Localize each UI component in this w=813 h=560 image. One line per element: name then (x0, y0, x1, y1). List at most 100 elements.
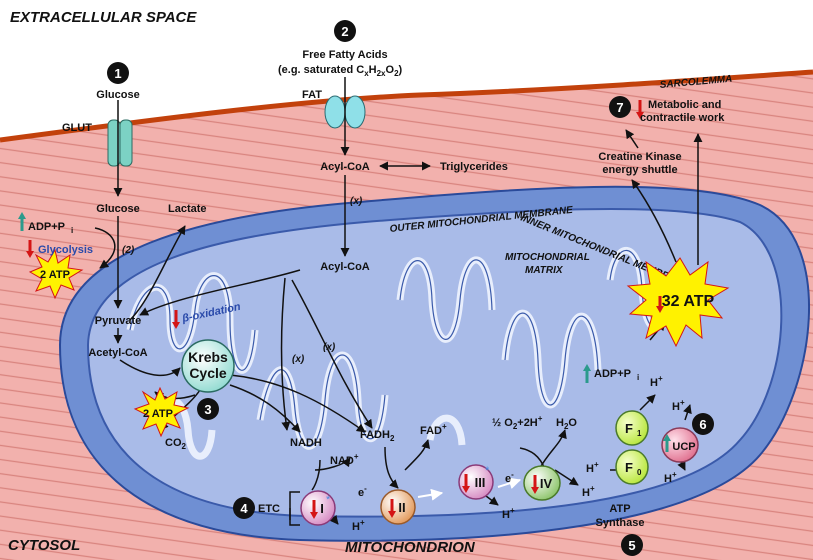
complex-1: I * (300, 490, 336, 526)
svg-text:Metabolic and: Metabolic and (648, 99, 721, 111)
pyruvate-label: Pyruvate (95, 315, 141, 327)
h-plus-7-label: H+ (664, 470, 677, 485)
step-2-badge: 2 (334, 20, 356, 42)
svg-text:ADP+P: ADP+P (28, 221, 65, 233)
svg-text:1: 1 (114, 66, 121, 81)
svg-text:II: II (398, 500, 405, 515)
ffa-label-2: (e.g. saturated CxH2xO2) (278, 64, 403, 78)
f1-subunit: F 1 (615, 410, 649, 446)
glycolysis-atp-star: 2 ATP (28, 248, 84, 300)
glut-transporter (107, 119, 133, 167)
complex-2: II (380, 489, 416, 525)
krebs-atp-star: 2 ATP (133, 386, 190, 438)
svg-text:3: 3 (204, 402, 211, 417)
complex-4: IV (523, 465, 561, 501)
svg-text:UCP: UCP (672, 441, 695, 453)
h-plus-4-label: H+ (586, 460, 599, 475)
step-6-badge: 6 (692, 413, 714, 435)
svg-text:ADP+P: ADP+P (594, 368, 631, 380)
glucose-extracellular-label: Glucose (96, 89, 139, 101)
step-5-badge: 5 (621, 534, 643, 556)
h-plus-1-label: H+ (352, 518, 365, 533)
h-plus-2-label: H+ (502, 506, 515, 521)
atp-synthase-label-2: Synthase (596, 517, 645, 529)
svg-text:*: * (326, 494, 331, 506)
svg-text:4: 4 (240, 501, 248, 516)
lactate-label: Lactate (168, 203, 207, 215)
svg-text:F: F (625, 460, 633, 475)
svg-text:2 ATP: 2 ATP (40, 269, 70, 281)
svg-text:i: i (637, 373, 639, 382)
water-label: H2O (556, 417, 577, 431)
creatine-kinase-label-2: energy shuttle (602, 164, 677, 176)
mitochondrion-label: MITOCHONDRION (345, 539, 476, 556)
acyl-coa-1-label: Acyl-CoA (320, 161, 370, 173)
text-labels: Glucose GLUT Glucose Lactate ADP+P i Gly… (18, 49, 725, 533)
electron-1-label: e- (358, 484, 367, 499)
fad-plus-label: FAD+ (420, 422, 447, 437)
svg-text:2 ATP: 2 ATP (143, 408, 173, 420)
sarcolemma-membrane (0, 69, 813, 143)
svg-text:*: * (485, 465, 490, 477)
fat-label: FAT (302, 89, 322, 101)
matrix-label-1: MITOCHONDRIAL (505, 252, 590, 263)
svg-text:i: i (71, 226, 73, 235)
atp-32-star: 32 ATP (626, 257, 730, 348)
ffa-label-1: Free Fatty Acids (302, 49, 387, 61)
pathway-arrows (94, 77, 703, 525)
acetyl-coa-cytosol-label: Acetyl-CoA (88, 347, 147, 359)
fat-transporter (324, 95, 366, 129)
krebs-label-1: Krebs (188, 349, 228, 365)
co2-label: CO2 (165, 437, 187, 451)
matrix-label-2: MATRIX (525, 265, 564, 276)
electron-2-label: e- (505, 470, 514, 485)
step-3-badge: 3 (197, 398, 219, 420)
svg-text:2: 2 (341, 24, 348, 39)
glycolysis-label: Glycolysis (26, 240, 93, 258)
h-plus-5-label: H+ (650, 374, 663, 389)
svg-text:5: 5 (628, 538, 635, 553)
triglycerides-label: Triglycerides (440, 161, 508, 173)
adp-pi-mito-label: ADP+P i (583, 364, 639, 383)
nad-plus-label: NAD+ (330, 452, 359, 467)
fadh2-label: FADH2 (360, 429, 395, 443)
etc-label: ETC (258, 503, 280, 515)
oxygen-label: ½ O2+2H+ (492, 414, 543, 431)
svg-text:0: 0 (637, 468, 642, 477)
glut-label: GLUT (62, 122, 92, 134)
creatine-kinase-label-1: Creatine Kinase (598, 151, 681, 163)
metabolic-work-label: Metabolic and contractile work (636, 99, 725, 124)
nadh-label: NADH (290, 437, 322, 449)
krebs-cycle: Krebs Cycle (181, 339, 235, 393)
step-7-badge: 7 (609, 96, 631, 118)
step-1-badge: 1 (107, 62, 129, 84)
svg-text:I: I (320, 501, 324, 516)
fadh2-x-label: (x) (323, 342, 336, 353)
atp-synthase-label-1: ATP (609, 503, 630, 515)
glucose-intracellular-label: Glucose (96, 203, 139, 215)
step-4-badge: 4 (233, 497, 255, 519)
h-plus-3-label: H+ (582, 484, 595, 499)
adp-pi-glyco-label: ADP+P i (18, 212, 73, 235)
nadh-x-label: (x) (292, 354, 305, 365)
svg-text:III: III (475, 475, 486, 490)
svg-text:1: 1 (637, 429, 642, 438)
svg-text:32 ATP: 32 ATP (662, 293, 715, 310)
glycolysis-2-label: (2) (122, 245, 135, 256)
ucp-protein: UCP (661, 427, 699, 463)
svg-text:F: F (625, 421, 633, 436)
f0-subunit: F 0 (615, 449, 649, 485)
cytosol-label: CYTOSOL (8, 537, 80, 554)
acyl-x-label: (x) (350, 196, 363, 207)
h-plus-6-label: H+ (672, 398, 685, 413)
intermembrane-space (86, 208, 783, 518)
svg-text:IV: IV (540, 476, 553, 491)
svg-text:6: 6 (699, 417, 706, 432)
svg-text:contractile work: contractile work (640, 112, 725, 124)
complex-3: III * (458, 464, 494, 500)
svg-text:Glycolysis: Glycolysis (38, 244, 93, 256)
svg-text:7: 7 (616, 100, 623, 115)
mitochondrion (58, 185, 810, 542)
